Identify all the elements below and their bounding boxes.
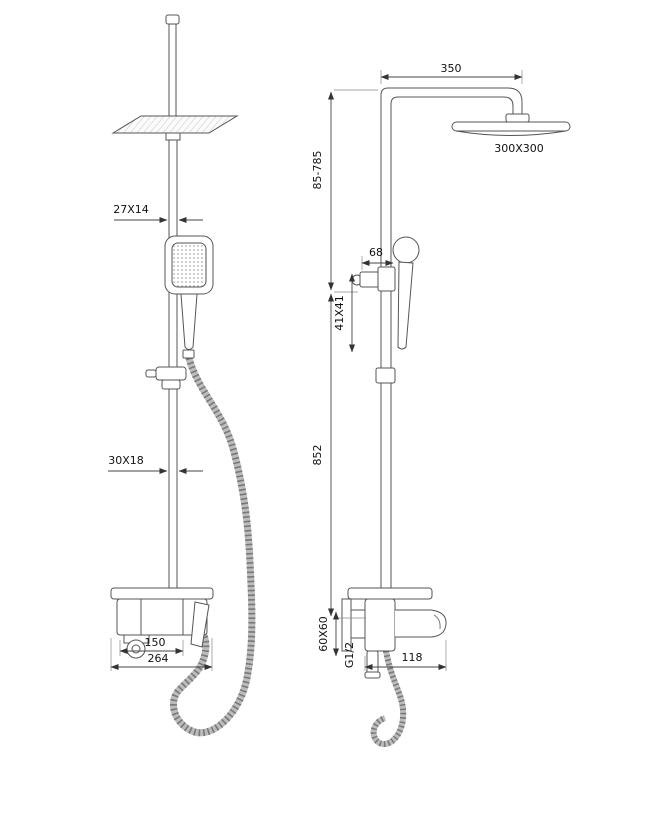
dim-inlet-thread-label: G1/2 (343, 642, 356, 668)
dim-height-range-label: 85-785 (311, 151, 324, 190)
dim-spout-reach: 118 (364, 640, 447, 671)
dim-spout-reach-label: 118 (402, 651, 423, 664)
dim-head-size-label: 300X300 (494, 142, 544, 155)
dim-arm-length: 350 (380, 62, 523, 84)
dim-column-height: 852 (311, 293, 366, 619)
rain-shower-head-side (451, 121, 571, 136)
side-view (341, 87, 571, 747)
dim-holder-offset-label: 68 (369, 246, 383, 259)
slider-bracket-front (145, 366, 187, 390)
dim-holder-section: 41X41 (333, 273, 356, 353)
dim-holder-offset: 68 (361, 246, 394, 270)
dim-spout-center-label: 150 (145, 636, 166, 649)
rain-shower-head-front (111, 115, 239, 141)
front-dimensions: 27X14 30X18 150 264 (108, 203, 213, 671)
dim-height-range: 85-785 (311, 89, 378, 293)
dim-bar-section: 27X14 (113, 203, 203, 224)
dim-spout-center: 150 (119, 636, 184, 656)
side-dimensions: 350 300X300 85-785 68 41X41 852 60X60 (311, 62, 544, 671)
dim-arm-length-label: 350 (441, 62, 462, 75)
mixer-front (110, 587, 214, 659)
mixer-lever-side (366, 650, 379, 675)
riser-pipe-side (380, 87, 523, 592)
dim-body-section: 60X60 (317, 611, 340, 657)
hand-shower-holder-side (351, 266, 396, 292)
top-supply-pipe-front (165, 14, 180, 119)
dim-bar-section-label: 27X14 (113, 203, 149, 216)
shower-hose-side (370, 650, 407, 747)
dim-slider-section-label: 30X18 (108, 454, 144, 467)
hand-shower-front (164, 235, 214, 359)
hand-shower-side (392, 236, 420, 350)
spout-side (395, 609, 447, 638)
dim-slider-section: 30X18 (108, 454, 203, 475)
head-connector-side (505, 113, 530, 123)
slider-bracket-side (375, 367, 396, 384)
front-view (110, 14, 256, 737)
dim-body-width: 264 (110, 638, 213, 671)
dim-body-section-label: 60X60 (317, 616, 330, 652)
mixer-lever-front (190, 601, 210, 648)
dim-body-width-label: 264 (148, 652, 169, 665)
dim-holder-section-label: 41X41 (333, 295, 346, 331)
mixer-side (341, 587, 447, 679)
slide-bar-front (168, 139, 178, 592)
dim-column-height-label: 852 (311, 445, 324, 466)
